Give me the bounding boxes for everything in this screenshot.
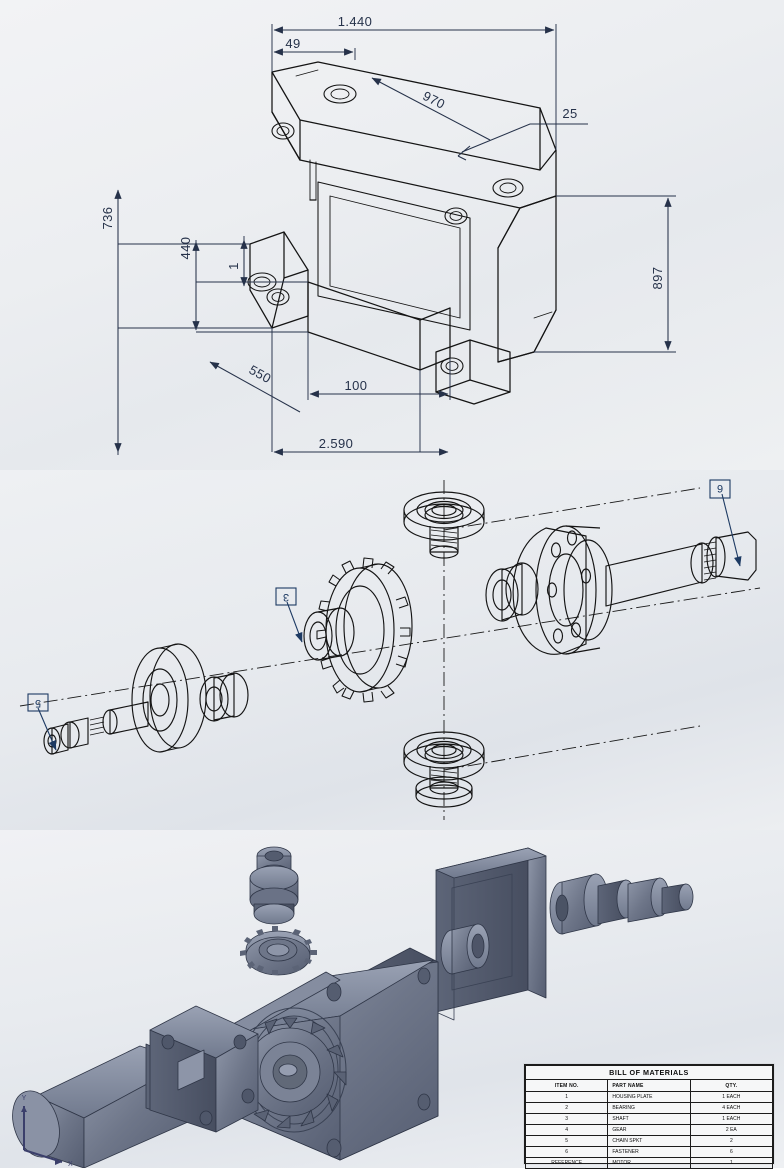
bom-item: 4 <box>524 1124 609 1136</box>
explode-axis-lines <box>19 480 761 820</box>
bom-qty: 2 EA <box>689 1124 774 1136</box>
balloon-callout-3: 3 <box>275 587 303 643</box>
bom-item: 2 <box>524 1102 609 1114</box>
shaded-assembly-view: Y X <box>0 830 784 1168</box>
dim-top-depth: 970 <box>420 88 447 112</box>
dimension-arrows <box>114 26 672 456</box>
bottom-bearing <box>403 731 485 781</box>
exploded-parts-outline <box>43 491 757 808</box>
dim-leader-note: 25 <box>562 106 577 121</box>
table-row: 6 FASTENER 6 <box>524 1146 774 1158</box>
bom-title: BILL OF MATERIALS <box>525 1065 773 1080</box>
dim-top-offset: 49 <box>285 36 300 51</box>
dim-small-height: 1 <box>226 262 241 270</box>
rear-shaft-assembly <box>549 873 694 935</box>
bom-header-qty: QTY. <box>689 1079 774 1092</box>
bom-header-part: PART NAME <box>607 1079 691 1092</box>
table-row: 5 CHAIN SPKT 2 <box>524 1135 774 1147</box>
bom-item: 6 <box>524 1146 609 1158</box>
bom-qty: 1 <box>689 1157 774 1169</box>
table-row: 2 BEARING 4 EACH <box>524 1102 774 1114</box>
coordinate-triad: Y X <box>21 1095 73 1168</box>
bottom-bolt <box>415 766 473 808</box>
table-row: REFERENCE MOTOR 1 <box>524 1157 774 1169</box>
dim-overall-bottom-width: 2.590 <box>319 436 354 451</box>
top-bolt <box>429 526 459 559</box>
exploded-shaft-view: 6 3 5 <box>0 470 784 830</box>
bom-part: HOUSING PLATE <box>607 1091 691 1103</box>
middle-bearing-ring <box>485 562 539 622</box>
bom-qty: 4 EACH <box>689 1102 774 1114</box>
upper-sprocket <box>240 926 317 976</box>
dim-inner-height: 440 <box>178 237 193 260</box>
top-bearing-cartridge <box>249 846 299 925</box>
right-flange-shaft <box>512 525 757 655</box>
bom-part: BEARING <box>607 1102 691 1114</box>
bom-qty: 1 EACH <box>689 1113 774 1125</box>
bom-item: 5 <box>524 1135 609 1147</box>
dim-inner-width: 100 <box>345 378 368 393</box>
bom-rows: 1 HOUSING PLATE 1 EACH 2 BEARING 4 EACH … <box>524 1091 774 1169</box>
dim-right-height: 897 <box>650 267 665 290</box>
top-bearing <box>403 491 485 541</box>
balloon-number: 3 <box>283 591 289 603</box>
axis-label-x: X <box>68 1161 73 1168</box>
balloon-callout-6: 6 <box>709 479 742 567</box>
bom-item: 1 <box>524 1091 609 1103</box>
bom-part: MOTOR <box>607 1157 691 1169</box>
dim-overall-top-width: 1.440 <box>338 14 373 29</box>
bom-qty: 6 <box>689 1146 774 1158</box>
bom-part: FASTENER <box>607 1146 691 1158</box>
bom-qty: 1 EACH <box>689 1091 774 1103</box>
bom-header-item: ITEM NO. <box>524 1079 609 1092</box>
table-row: 4 GEAR 2 EA <box>524 1124 774 1136</box>
bom-part: SHAFT <box>607 1113 691 1125</box>
bom-part: GEAR <box>607 1124 691 1136</box>
bill-of-materials-table: BILL OF MATERIALS ITEM NO. PART NAME QTY… <box>524 1064 774 1169</box>
table-row: 3 SHAFT 1 EACH <box>524 1113 774 1125</box>
axis-label-y: Y <box>22 1095 27 1102</box>
dim-depth-diagonal: 550 <box>247 362 274 386</box>
dim-left-height: 736 <box>100 207 115 230</box>
bom-part: CHAIN SPKT <box>607 1135 691 1147</box>
motor-body <box>12 1005 259 1168</box>
housing-part-outline <box>247 61 557 405</box>
dimensioned-orthographic-view: 1.440 49 970 25 736 440 1 897 550 100 2.… <box>0 0 784 470</box>
dimension-lines <box>117 24 676 455</box>
balloon-number: 5 <box>35 697 41 709</box>
mid-connector-boss <box>440 923 490 975</box>
left-hub-shaft <box>43 643 249 755</box>
bom-item: REFERENCE <box>524 1157 609 1169</box>
bom-qty: 2 <box>689 1135 774 1147</box>
sprocket-gear <box>303 557 413 703</box>
bom-item: 3 <box>524 1113 609 1125</box>
balloon-number: 6 <box>717 482 723 494</box>
balloon-callout-5: 5 <box>27 693 57 751</box>
table-row: 1 HOUSING PLATE 1 EACH <box>524 1091 774 1103</box>
